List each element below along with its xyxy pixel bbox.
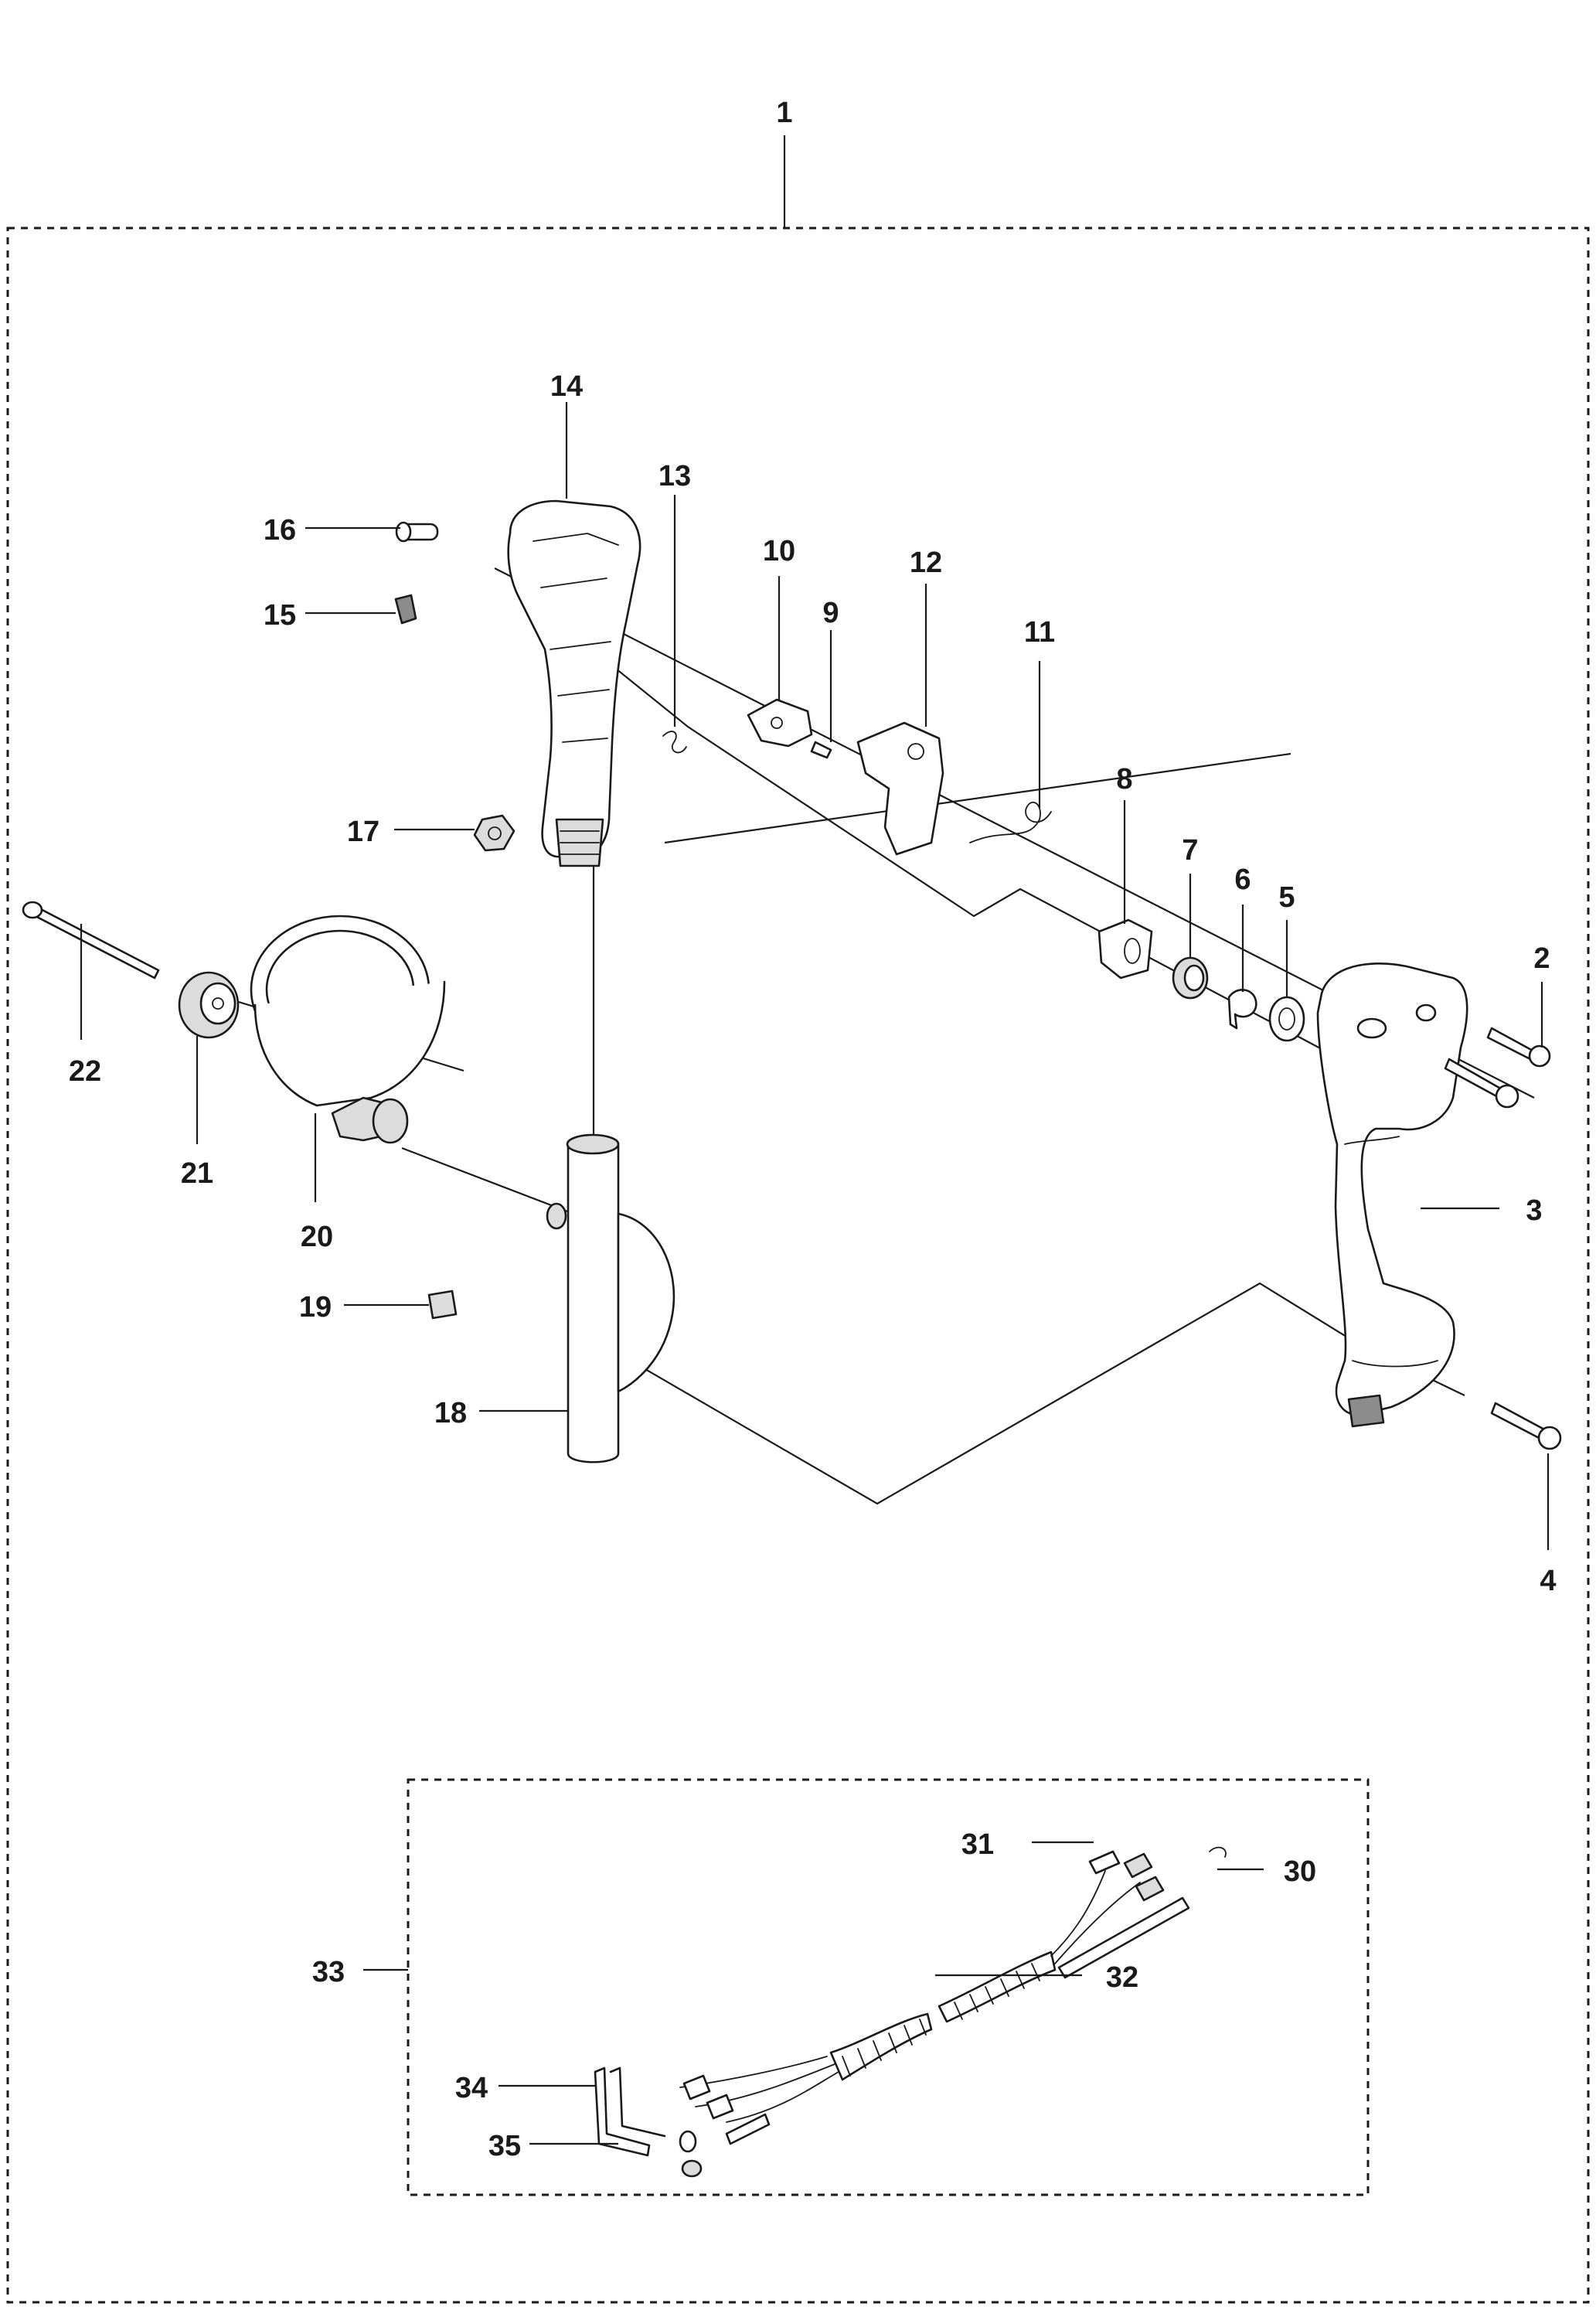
callout-16: 16 — [264, 514, 296, 547]
callout-30: 30 — [1284, 1855, 1316, 1888]
callout-1: 1 — [776, 97, 792, 129]
spring-part — [662, 731, 687, 754]
long-bolt-part — [22, 901, 160, 980]
square-nut-part — [427, 1290, 458, 1320]
terminal-connector-part — [682, 1850, 1121, 2120]
bearing-part — [1172, 956, 1209, 1000]
callout-31: 31 — [961, 1828, 994, 1861]
callout-19: 19 — [299, 1291, 332, 1324]
main-assembly-frame — [6, 227, 1590, 2304]
handle-housing-part — [507, 499, 641, 867]
callout-14: 14 — [550, 370, 583, 403]
washer-part — [1227, 989, 1257, 1030]
contact-plate-part — [594, 2066, 666, 2157]
callout-34: 34 — [455, 2072, 488, 2104]
nut-part — [473, 814, 516, 852]
callout-35: 35 — [488, 2130, 521, 2162]
handle-screw-upper-part — [1486, 1027, 1551, 1068]
throttle-trigger-part — [856, 721, 944, 856]
callout-12: 12 — [910, 547, 942, 579]
clamp-ring-part — [250, 915, 446, 1144]
switch-cable-part — [679, 2113, 771, 2178]
lever-part — [747, 698, 813, 748]
callout-leaders — [80, 135, 1550, 2145]
clamp-knob-part — [178, 971, 240, 1039]
trigger-pin-part — [395, 521, 439, 543]
bushing-part — [1097, 918, 1153, 980]
wiring-kit-frame — [407, 1778, 1370, 2196]
handle-screw-bottom-part — [1490, 1402, 1562, 1450]
callout-18: 18 — [434, 1397, 467, 1429]
callout-3: 3 — [1526, 1194, 1542, 1227]
callout-6: 6 — [1234, 864, 1251, 896]
callout-8: 8 — [1116, 763, 1132, 796]
callout-13: 13 — [658, 460, 691, 492]
wiring-harness-part — [679, 1852, 1190, 2123]
callout-17: 17 — [347, 816, 379, 848]
callout-21: 21 — [181, 1157, 213, 1190]
handle-screw-top-part — [1444, 1058, 1519, 1109]
callout-4: 4 — [1540, 1565, 1556, 1597]
callout-9: 9 — [822, 597, 839, 629]
screw-small-part — [810, 741, 832, 759]
handle-tube-part — [546, 1133, 675, 1463]
rear-handle-part — [1316, 962, 1468, 1428]
callout-22: 22 — [69, 1055, 101, 1088]
clip-part — [394, 594, 417, 625]
torsion-spring-part — [969, 801, 1052, 843]
callout-5: 5 — [1278, 881, 1295, 914]
callout-20: 20 — [301, 1221, 333, 1253]
callout-33: 33 — [312, 1956, 345, 1988]
callout-10: 10 — [763, 535, 795, 567]
callout-11: 11 — [1024, 616, 1055, 649]
callout-2: 2 — [1533, 942, 1550, 975]
wire-clip-part — [1209, 1846, 1227, 1858]
lock-washer-part — [1268, 996, 1305, 1042]
callout-32: 32 — [1106, 1961, 1138, 1994]
callout-15: 15 — [264, 599, 296, 632]
callout-7: 7 — [1182, 834, 1198, 867]
